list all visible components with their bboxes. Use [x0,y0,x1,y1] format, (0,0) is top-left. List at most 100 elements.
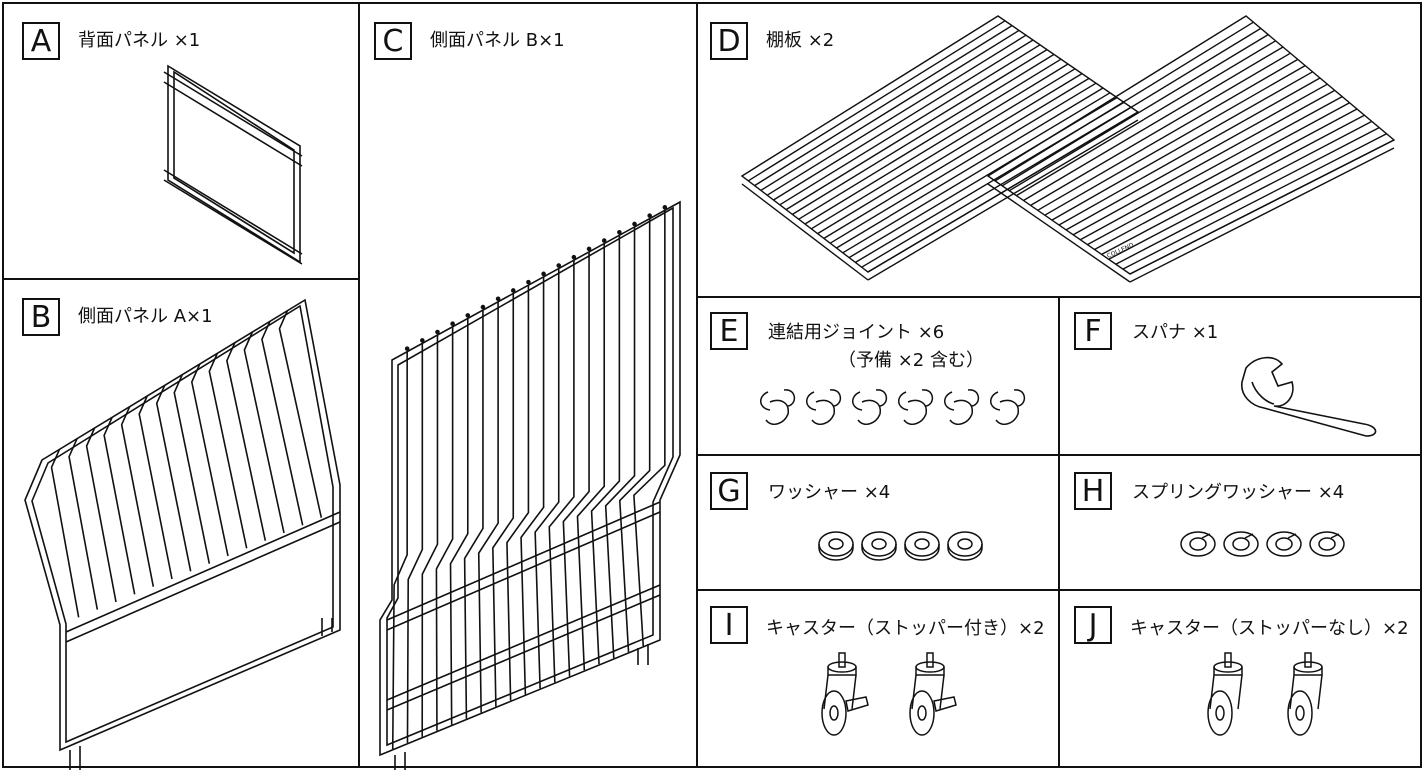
rod-tip [542,272,545,275]
rod-tip [618,231,621,234]
divider [1058,296,1060,768]
shelf-wire [1045,66,1305,216]
rod-tip [421,339,424,342]
shelf-wire [780,45,1040,205]
shelf-wire [811,69,1075,229]
joint-clip [899,390,933,424]
washer [819,532,853,556]
rod [451,318,468,724]
part-letter-box: C [374,22,412,60]
part-label: キャスター（ストッパー付き）×2 [766,618,1045,639]
part-sublabel: （予備 ×2 含む） [838,350,984,371]
spring-washer [1224,532,1258,556]
shelf-wire [1038,59,1298,210]
rod [393,352,407,749]
shelf-wire [1016,41,1275,196]
rod [407,343,422,743]
divider [2,278,360,280]
rod [592,235,620,664]
casters-with-stopper-illustration [698,591,1058,768]
part-letter-box: G [710,472,748,510]
rod [577,244,604,671]
rod [209,353,246,548]
back-panel-illustration [0,0,360,280]
spring-washer [1267,532,1301,556]
part-letter-box: J [1074,606,1112,644]
shelf-wire [774,40,1034,200]
joint-clips-illustration [698,296,1058,454]
shelf-wire [748,21,1005,181]
side-panel-a-illustration [0,280,360,770]
shelf-wire [792,54,1054,214]
rod-tip [572,256,575,259]
joint-clip [991,390,1025,424]
shelf-wire [1059,78,1320,225]
joint-clip [761,390,795,424]
rod [521,277,544,695]
rod [104,417,135,594]
rod [422,335,437,737]
part-label: 側面パネル A×1 [78,306,213,327]
part-label: 側面パネル B×1 [430,30,565,51]
shelf-wire [1095,109,1358,250]
rod [157,385,191,571]
rod [507,285,528,700]
caster-wheel [1208,691,1232,735]
part-label: 背面パネル ×1 [78,30,201,51]
rod [549,260,574,682]
shelf-wire [1102,115,1365,254]
shelf-wire [1024,47,1284,201]
washer [905,532,939,556]
rod [479,302,498,713]
rod [139,396,172,579]
part-label: キャスター（ストッパーなし）×2 [1130,618,1409,639]
part-letter-box: H [1074,472,1112,510]
part-label: ワッシャー ×4 [768,482,891,503]
caster-wheel [1288,691,1312,735]
shelf-wire [837,88,1104,248]
part-letter-box: E [710,312,748,350]
spring-washer [1310,532,1344,556]
rod [535,269,559,689]
joint-clip [853,390,887,424]
shelf-wire [830,83,1096,243]
part-letter-box: A [22,22,60,60]
part-label: 連結用ジョイント ×6 [768,322,945,343]
shelf-wire [1116,128,1379,265]
shelf-wire [1123,134,1387,269]
rod [262,321,303,525]
part-letter-box: F [1074,312,1112,350]
shelf-wire [1009,35,1268,191]
rod [563,252,589,676]
spring-washer [1181,532,1215,556]
rod-tip [648,214,651,217]
stopper-lever [934,697,956,711]
caster-wheel [822,691,846,735]
rod-tip [633,222,636,225]
joint-clip [807,390,841,424]
rod [174,375,209,564]
shelf-wire [1066,84,1327,230]
shelf-wire [786,50,1047,210]
shelf-wire [1052,72,1313,220]
rod-tip [527,281,530,284]
rod [634,210,665,646]
shelf-wire [995,22,1253,181]
rod [493,293,513,706]
shelf-wire [862,107,1131,267]
shelf-wire [761,30,1019,190]
shelf-wire [1073,90,1335,234]
rod [279,311,321,518]
spanner-illustration [1060,296,1424,454]
shelf-wire [1002,28,1261,185]
part-label: 棚板 ×2 [766,30,835,51]
spring-washers-illustration [1060,456,1424,591]
part-letter-box: D [710,22,748,60]
rod [620,219,650,652]
rod-tip [466,314,469,317]
rod-tip [481,306,484,309]
side-panel-b-illustration [360,0,698,770]
shelf-wire [799,59,1061,219]
